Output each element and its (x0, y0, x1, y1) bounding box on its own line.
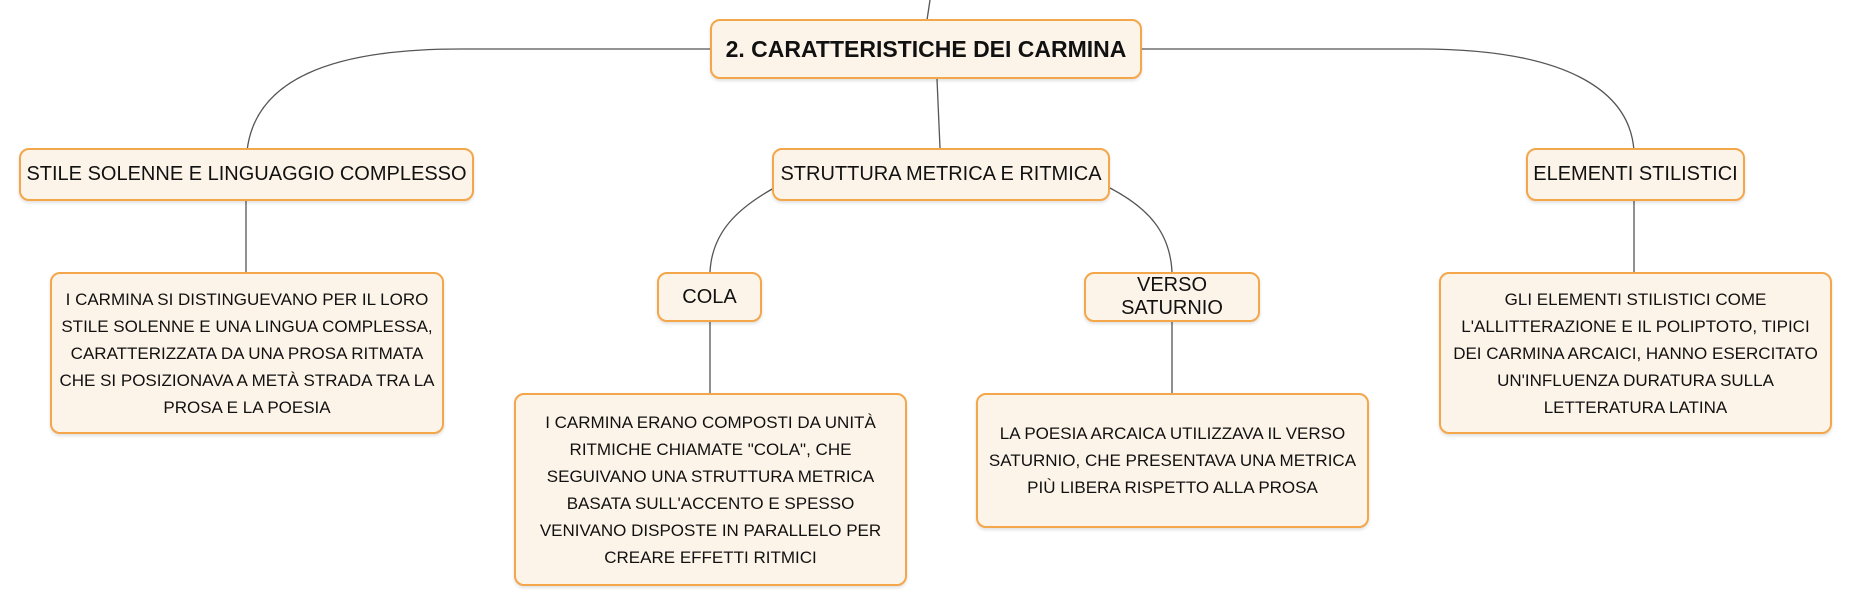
connector-struttura-to-cola (709, 187, 775, 273)
connector-root-to-elementi (1142, 48, 1635, 152)
root-node[interactable]: 2. CARATTERISTICHE DEI CARMINA (710, 19, 1142, 79)
stile-detail-text: I CARMINA SI DISTINGUEVANO PER IL LORO S… (59, 289, 435, 417)
branch-struttura-label: STRUTTURA METRICA E RITMICA (780, 163, 1102, 185)
saturnio-label: VERSO SATURNIO (1121, 274, 1223, 319)
connector-root-to-stile (246, 48, 710, 152)
cola-label: COLA (682, 285, 737, 308)
branch-stile-label: STILE SOLENNE E LINGUAGGIO COMPLESSO (26, 163, 467, 185)
elementi-detail-text: GLI ELEMENTI STILISTICI COME L'ALLITTERA… (1453, 289, 1818, 417)
cola-node[interactable]: COLA (657, 272, 762, 322)
stile-detail-node[interactable]: I CARMINA SI DISTINGUEVANO PER IL LORO S… (50, 272, 444, 434)
branch-struttura-node[interactable]: STRUTTURA METRICA E RITMICA (772, 148, 1110, 201)
saturnio-node[interactable]: VERSO SATURNIO (1084, 272, 1260, 322)
connector-root-to-struttura (936, 78, 941, 149)
cola-detail-node[interactable]: I CARMINA ERANO COMPOSTI DA UNITÀ RITMIC… (514, 393, 907, 586)
root-label: 2. CARATTERISTICHE DEI CARMINA (725, 35, 1127, 62)
elementi-detail-node[interactable]: GLI ELEMENTI STILISTICI COME L'ALLITTERA… (1439, 272, 1832, 434)
branch-elementi-node[interactable]: ELEMENTI STILISTICI (1526, 148, 1745, 201)
connector-struttura-to-saturnio (1109, 187, 1173, 273)
connector-incoming (926, 0, 931, 21)
saturnio-detail-node[interactable]: LA POESIA ARCAICA UTILIZZAVA IL VERSO SA… (976, 393, 1369, 528)
branch-stile-node[interactable]: STILE SOLENNE E LINGUAGGIO COMPLESSO (19, 148, 474, 201)
cola-detail-text: I CARMINA ERANO COMPOSTI DA UNITÀ RITMIC… (539, 412, 882, 567)
branch-elementi-label: ELEMENTI STILISTICI (1533, 163, 1738, 185)
saturnio-detail-text: LA POESIA ARCAICA UTILIZZAVA IL VERSO SA… (988, 424, 1357, 497)
